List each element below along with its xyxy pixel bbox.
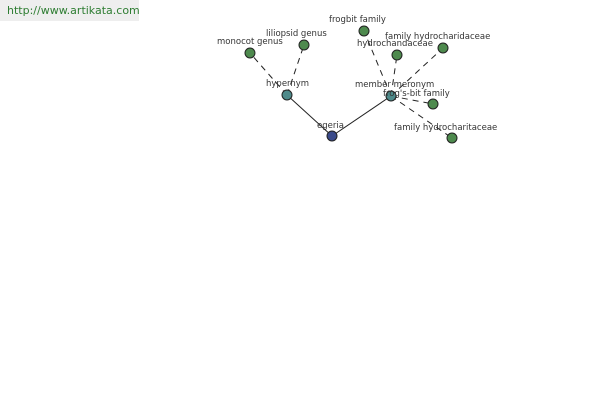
edge-root-hypernym — [286, 94, 333, 137]
label-leaf-frogbit-family[interactable]: frogbit family — [329, 15, 386, 25]
edge-member-meronym-family-hydrocharitaceae — [390, 95, 453, 139]
node-leaf-frog-s-bit-family[interactable] — [427, 98, 439, 110]
node-root[interactable] — [326, 130, 338, 142]
node-leaf-liliopsid-genus[interactable] — [298, 39, 310, 51]
edge-member-meronym-frogbit-family — [363, 30, 392, 97]
label-leaf-family-hydrocharitaceae[interactable]: family hydrocharitaceae — [394, 123, 497, 133]
node-relation-hypernym[interactable] — [281, 89, 293, 101]
edge-hypernym-liliopsid-genus — [286, 44, 305, 96]
node-relation-member-meronym[interactable] — [385, 90, 397, 102]
edge-root-member-meronym — [331, 95, 392, 137]
edge-member-meronym-family-hydrocharidaceae — [390, 47, 444, 97]
label-relation-hypernym[interactable]: hypernym — [266, 79, 309, 89]
label-leaf-liliopsid-genus[interactable]: liliopsid genus — [266, 29, 327, 39]
source-link[interactable]: http://www.artikata.com — [7, 4, 140, 17]
node-leaf-family-hydrocharidaceae[interactable] — [437, 42, 449, 54]
node-leaf-monocot-genus[interactable] — [244, 47, 256, 59]
edge-member-meronym-hydrochandaceae — [390, 54, 398, 97]
label-leaf-monocot-genus[interactable]: monocot genus — [217, 37, 283, 47]
node-leaf-family-hydrocharitaceae[interactable] — [446, 132, 458, 144]
edge-member-meronym-frog-s-bit-family — [390, 95, 434, 105]
graph-edges — [249, 30, 453, 139]
label-relation-member-meronym[interactable]: member meronym — [355, 80, 434, 90]
edge-hypernym-monocot-genus — [249, 52, 288, 96]
label-leaf-hydrochandaceae[interactable]: hydrochandaceae — [357, 39, 433, 49]
node-leaf-frogbit-family[interactable] — [358, 25, 370, 37]
source-banner: http://www.artikata.com — [0, 0, 140, 21]
label-leaf-frog-s-bit-family[interactable]: frog's-bit family — [383, 89, 450, 99]
label-leaf-family-hydrocharidaceae[interactable]: family hydrocharidaceae — [385, 32, 490, 42]
graph-nodes — [244, 25, 458, 144]
label-root[interactable]: egeria — [317, 121, 344, 131]
node-leaf-hydrochandaceae[interactable] — [391, 49, 403, 61]
